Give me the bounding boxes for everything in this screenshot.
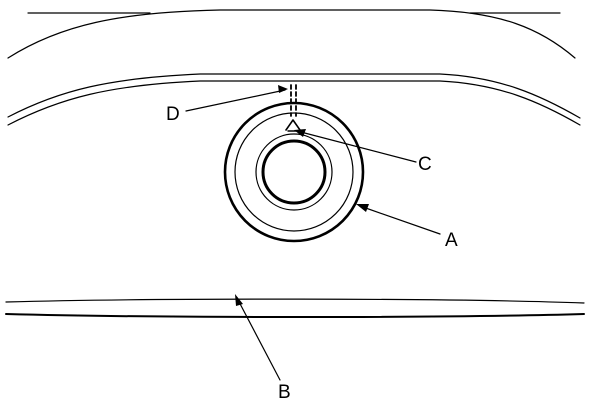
callout-label-b: B xyxy=(278,382,291,403)
lower-edge-lines xyxy=(5,298,585,318)
grommet-hole xyxy=(261,139,327,205)
callout-label-d: D xyxy=(166,104,180,125)
grommet-inner-ring xyxy=(234,112,354,232)
upper-panel-contour xyxy=(7,9,576,59)
callout-label-a: A xyxy=(445,230,458,251)
alignment-tab xyxy=(285,119,301,132)
grommet-outer-ring xyxy=(223,101,365,243)
body-ridge-lines xyxy=(7,73,581,126)
leader-lines xyxy=(185,85,441,381)
reference-mark xyxy=(290,84,297,117)
callout-label-c: C xyxy=(418,154,432,175)
grommet-hole-ring xyxy=(255,133,333,211)
grommet-assembly xyxy=(223,101,365,243)
